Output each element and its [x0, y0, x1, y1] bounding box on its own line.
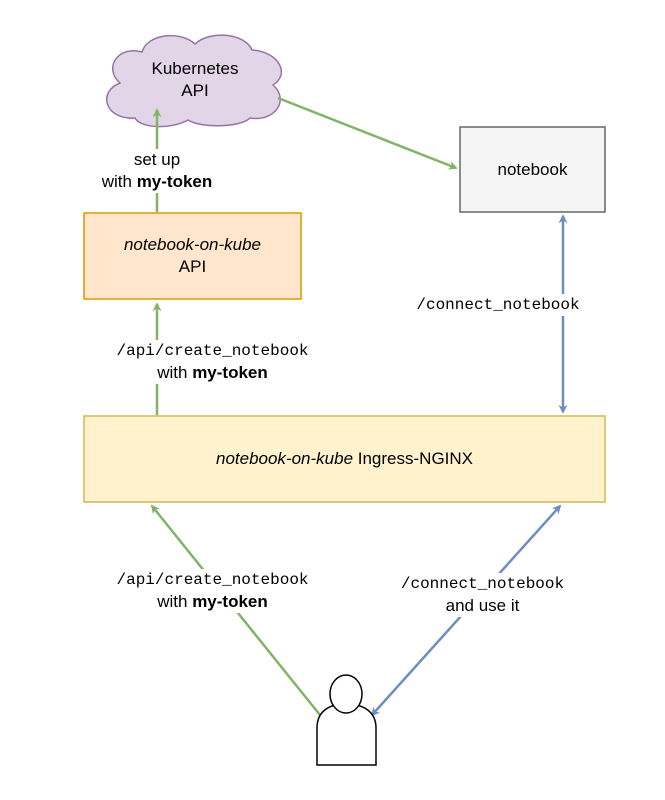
kubernetes-api-cloud — [105, 34, 283, 128]
user-create-token: my-token — [192, 592, 268, 611]
kubernetes-api-label: Kubernetes API — [130, 58, 260, 102]
user-create-path: /api/create_notebook — [116, 571, 309, 589]
ingress-rest: Ingress-NGINX — [353, 449, 474, 468]
setup-line1: set up — [133, 150, 181, 169]
user-connect-path: /connect_notebook — [400, 575, 565, 593]
api-create-edge-label: /api/create_notebook with my-token — [80, 340, 345, 384]
ingress-box — [83, 415, 606, 503]
user-create-edge-label: /api/create_notebook with my-token — [80, 569, 345, 613]
notebook-label-box: notebook — [460, 127, 605, 212]
nok-api-box — [83, 212, 302, 300]
user-connect-edge-label: /connect_notebook and use it — [370, 573, 595, 617]
api-create-path: /api/create_notebook — [116, 342, 309, 360]
edge-kube-to-notebook — [277, 96, 458, 170]
nok-api-line2: API — [178, 257, 207, 276]
connect-notebook-edge-label: /connect_notebook — [388, 294, 608, 316]
setup-token: my-token — [136, 172, 213, 191]
ingress-name: notebook-on-kube — [215, 449, 354, 468]
notebook-box — [459, 126, 606, 213]
nok-api-name: notebook-on-kube — [123, 235, 262, 254]
user-connect-line2: and use it — [445, 596, 520, 615]
nok-api-label-box: notebook-on-kube API — [84, 213, 301, 299]
ingress-label-box: notebook-on-kube Ingress-NGINX — [84, 416, 605, 502]
notebook-label: notebook — [497, 159, 568, 179]
user-icon — [316, 674, 377, 766]
kubernetes-api-line2: API — [181, 81, 209, 100]
api-create-token: my-token — [192, 363, 268, 382]
user-create-with: with — [157, 592, 193, 611]
setup-edge-label: set up with my-token — [72, 149, 242, 193]
kubernetes-api-line1: Kubernetes — [151, 59, 239, 78]
setup-with: with — [101, 172, 137, 191]
api-create-with: with — [157, 363, 193, 382]
